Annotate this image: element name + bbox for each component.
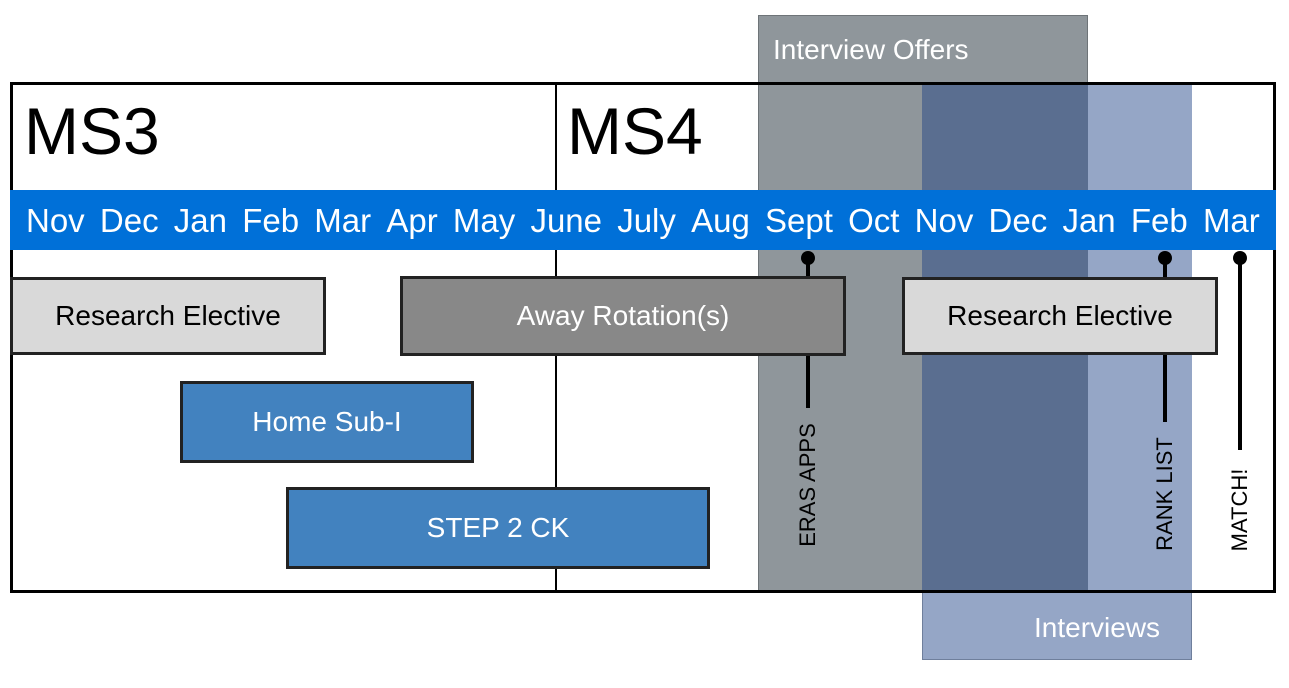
month-label: May xyxy=(452,201,516,239)
month-label: June xyxy=(530,201,602,239)
eras-apps-line-bottom xyxy=(806,354,810,408)
month-label: Aug xyxy=(691,201,750,239)
interview-offers-label: Interview Offers xyxy=(773,34,969,65)
month-label: Dec xyxy=(988,201,1048,239)
match-label: MATCH! xyxy=(1227,468,1252,552)
home-subi-block: Home Sub-I xyxy=(180,381,474,463)
research-elective-ms3-block: Research Elective xyxy=(10,277,326,355)
month-label: Jan xyxy=(1062,201,1116,239)
interviews-band-tail xyxy=(922,592,1192,660)
research-elective-ms4-block: Research Elective xyxy=(902,277,1218,355)
month-label: Jan xyxy=(173,201,227,239)
month-label: Nov xyxy=(26,201,85,239)
eras-apps-label: ERAS APPS xyxy=(795,423,820,547)
rank-list-line-bottom xyxy=(1163,354,1167,422)
month-label: Feb xyxy=(1130,201,1188,239)
month-label: Mar xyxy=(1202,201,1260,239)
month-bar: Nov Dec Jan Feb Mar Apr May June July Au… xyxy=(10,190,1276,250)
interviews-label: Interviews xyxy=(1034,612,1161,643)
month-label: Oct xyxy=(848,201,900,239)
month-label: Mar xyxy=(314,201,372,239)
month-label: Feb xyxy=(242,201,300,239)
step2ck-block: STEP 2 CK xyxy=(286,487,710,569)
month-label: Sept xyxy=(765,201,833,239)
ms3-heading: MS3 xyxy=(24,94,160,168)
ms4-heading: MS4 xyxy=(567,94,703,168)
month-label: Nov xyxy=(914,201,974,239)
rank-list-label: RANK LIST xyxy=(1152,437,1177,551)
month-label: July xyxy=(617,201,676,239)
away-rotations-block: Away Rotation(s) xyxy=(400,276,846,356)
match-line xyxy=(1238,258,1242,450)
month-label: Apr xyxy=(386,201,438,239)
rank-list-line-top xyxy=(1163,258,1167,278)
eras-apps-line-top xyxy=(806,258,810,278)
month-label: Dec xyxy=(99,201,159,239)
